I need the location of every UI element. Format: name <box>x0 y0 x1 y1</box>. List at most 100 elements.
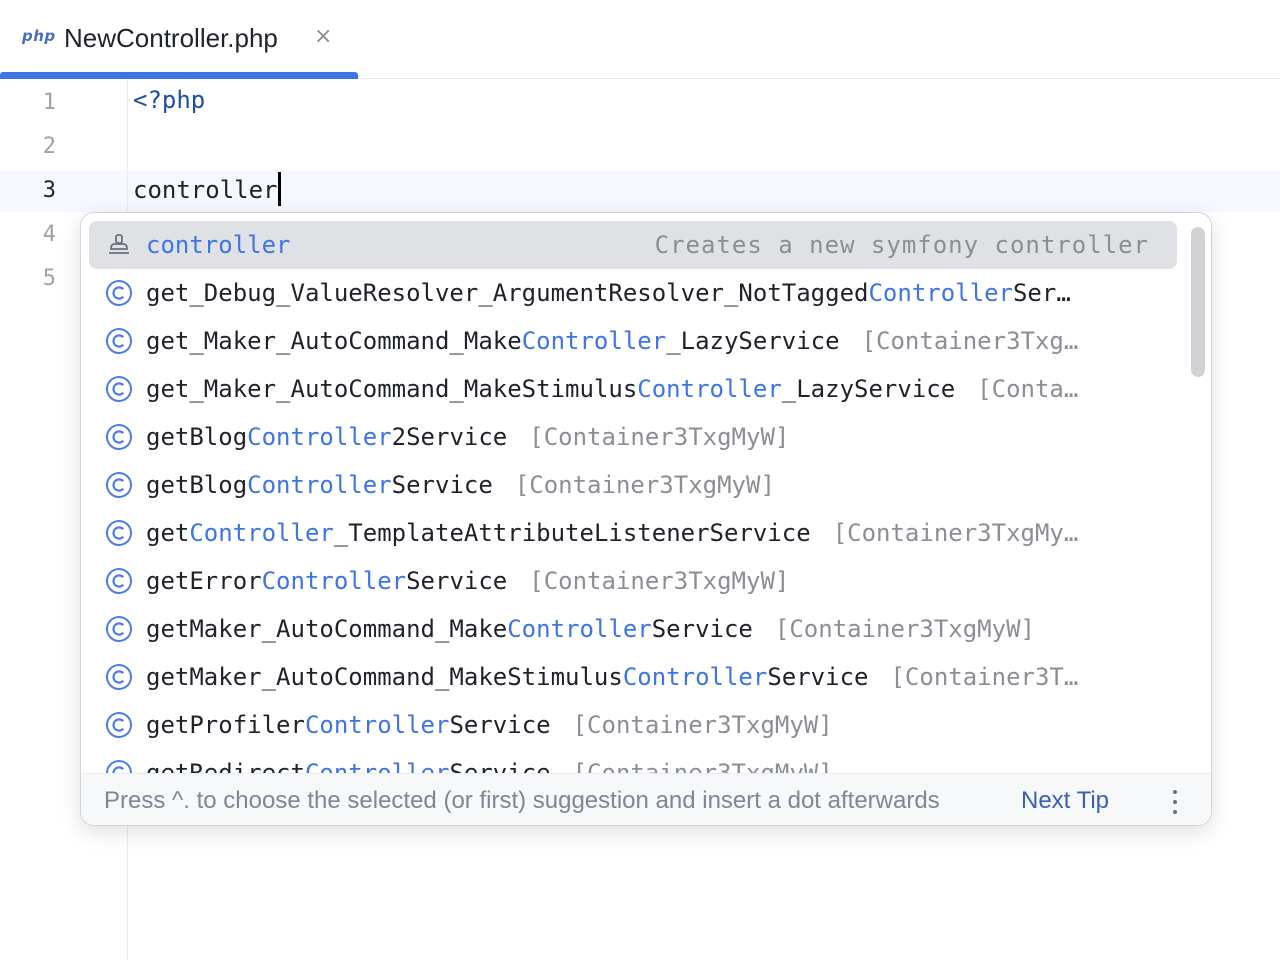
completion-item-name: getMaker_AutoCommand_MakeControllerServi… <box>146 615 753 643</box>
completion-item-type: [Container3TxgMyW] <box>774 615 1035 643</box>
completion-item-name: getMaker_AutoCommand_MakeStimulusControl… <box>146 663 868 691</box>
line-number: 2 <box>42 134 56 159</box>
name-match: Controller <box>868 279 1013 307</box>
name-match: Controller <box>521 327 667 355</box>
class-icon <box>105 567 133 595</box>
completion-item[interactable]: get_Maker_AutoCommand_MakeStimulusContro… <box>89 365 1177 413</box>
name-match: Controller <box>304 711 450 739</box>
name-prefix: get_Maker_AutoCommand_MakeStimulus <box>146 375 638 403</box>
name-prefix: get_Debug_ValueResolver_ArgumentResolver… <box>146 279 869 307</box>
completion-item-name: getProfilerControllerService <box>146 711 551 739</box>
completion-item[interactable]: getBlogControllerService [Container3TxgMy… <box>89 461 1177 509</box>
tab-newcontroller-php[interactable]: php NewController.php × <box>0 0 358 79</box>
completion-hint: Press ^. to choose the selected (or firs… <box>104 787 940 814</box>
name-match: Controller <box>304 759 450 773</box>
class-icon <box>105 279 133 307</box>
completion-item-type: [Container3TxgMyW] <box>529 567 790 595</box>
completion-list: controller Creates a new symfony control… <box>81 213 1191 773</box>
class-icon <box>105 423 133 451</box>
stamp-icon <box>105 231 133 259</box>
name-prefix: get_Maker_AutoCommand_Make <box>146 327 522 355</box>
name-match: Controller <box>189 519 334 547</box>
completion-item[interactable]: getProfilerControllerService [Container3T… <box>89 701 1177 749</box>
completion-item[interactable]: getBlogController2Service [Container3TxgM… <box>89 413 1177 461</box>
editor-tab-bar: php NewController.php × <box>0 0 1280 79</box>
name-match: Controller <box>622 663 768 691</box>
completion-item[interactable]: get_Debug_ValueResolver_ArgumentResolver… <box>89 269 1177 317</box>
completion-item-name: getBlogControllerService <box>146 471 493 499</box>
typed-text: controller <box>133 176 278 204</box>
name-suffix: Service <box>406 567 508 595</box>
completion-item[interactable]: getController_TemplateAttributeListenerS… <box>89 509 1177 557</box>
more-options-icon[interactable] <box>1167 786 1183 816</box>
completion-item-name: get_Maker_AutoCommand_MakeStimulusContro… <box>146 375 955 403</box>
class-icon <box>105 663 133 691</box>
name-prefix: getBlog <box>146 423 248 451</box>
name-match: Controller <box>247 423 392 451</box>
name-suffix: Service <box>651 615 753 643</box>
completion-item-name: getBlogController2Service <box>146 423 507 451</box>
name-suffix: Service <box>391 471 493 499</box>
class-icon <box>105 759 133 773</box>
name-suffix: Service <box>767 663 869 691</box>
name-suffix: _LazyService <box>666 327 840 355</box>
completion-item-type: [Container3TxgMyW] <box>514 471 775 499</box>
completion-item-name: get_Maker_AutoCommand_MakeController_Laz… <box>146 327 840 355</box>
completion-item-selected[interactable]: controller Creates a new symfony control… <box>89 221 1177 269</box>
completion-item-name: getRedirectControllerService <box>146 759 551 773</box>
name-prefix: getRedirect <box>146 759 305 773</box>
line-number: 4 <box>42 222 56 247</box>
completion-footer: Press ^. to choose the selected (or firs… <box>81 773 1211 825</box>
name-suffix: _LazyService <box>781 375 956 403</box>
line-number: 3 <box>42 178 56 203</box>
text-caret <box>277 172 281 206</box>
name-prefix: getProfiler <box>146 711 305 739</box>
completion-item[interactable]: getMaker_AutoCommand_MakeControllerServi… <box>89 605 1177 653</box>
completion-item-name: get_Debug_ValueResolver_ArgumentResolver… <box>146 279 1071 307</box>
completion-item-type: [Container3TxgMy… <box>832 519 1079 547</box>
name-prefix: get <box>146 519 190 547</box>
name-suffix: 2Service <box>391 423 508 451</box>
tab-title: NewController.php <box>64 23 278 53</box>
completion-item[interactable]: get_Maker_AutoCommand_MakeController_Laz… <box>89 317 1177 365</box>
name-prefix: getMaker_AutoCommand_Make <box>146 615 508 643</box>
completion-item-label: controller <box>146 231 291 259</box>
class-icon <box>105 471 133 499</box>
code-line-3[interactable]: controller <box>133 172 281 208</box>
name-prefix: getBlog <box>146 471 248 499</box>
completion-popup: controller Creates a new symfony control… <box>80 212 1212 826</box>
class-icon <box>105 519 133 547</box>
class-icon <box>105 327 133 355</box>
code-line-1[interactable]: <?php <box>133 86 206 114</box>
class-icon <box>105 615 133 643</box>
completion-item-name: getErrorControllerService <box>146 567 507 595</box>
name-prefix: getError <box>146 567 262 595</box>
completion-item[interactable]: getMaker_AutoCommand_MakeStimulusControl… <box>89 653 1177 701</box>
completion-item[interactable]: getErrorControllerService [Container3TxgM… <box>89 557 1177 605</box>
name-suffix: Ser… <box>1012 279 1071 307</box>
completion-item-name: getController_TemplateAttributeListenerS… <box>146 519 811 547</box>
name-match: Controller <box>637 375 782 403</box>
line-number: 1 <box>42 90 56 115</box>
line-number: 5 <box>42 266 56 291</box>
close-icon[interactable]: × <box>314 24 333 49</box>
completion-item-description: Creates a new symfony controller <box>654 231 1149 259</box>
name-suffix: Service <box>449 759 551 773</box>
class-icon <box>105 711 133 739</box>
completion-item-type: [Container3T… <box>890 663 1079 691</box>
completion-item-type: [Container3Txg… <box>861 327 1079 355</box>
name-match: Controller <box>247 471 392 499</box>
current-line-highlight <box>0 170 1280 212</box>
name-suffix: Service <box>449 711 551 739</box>
next-tip-link[interactable]: Next Tip <box>1021 787 1110 814</box>
completion-item-type: [Conta… <box>977 375 1079 403</box>
name-match: Controller <box>507 615 652 643</box>
completion-item-type: [Container3TxgMyW] <box>572 711 833 739</box>
active-tab-indicator <box>0 72 358 79</box>
scrollbar-thumb[interactable] <box>1191 227 1205 377</box>
name-match: Controller <box>261 567 407 595</box>
completion-item[interactable]: getRedirectControllerService [Container3T… <box>89 749 1177 773</box>
completion-item-type: [Container3TxgMyW] <box>572 759 833 773</box>
name-prefix: getMaker_AutoCommand_MakeStimulus <box>146 663 623 691</box>
completion-item-type: [Container3TxgMyW] <box>529 423 790 451</box>
